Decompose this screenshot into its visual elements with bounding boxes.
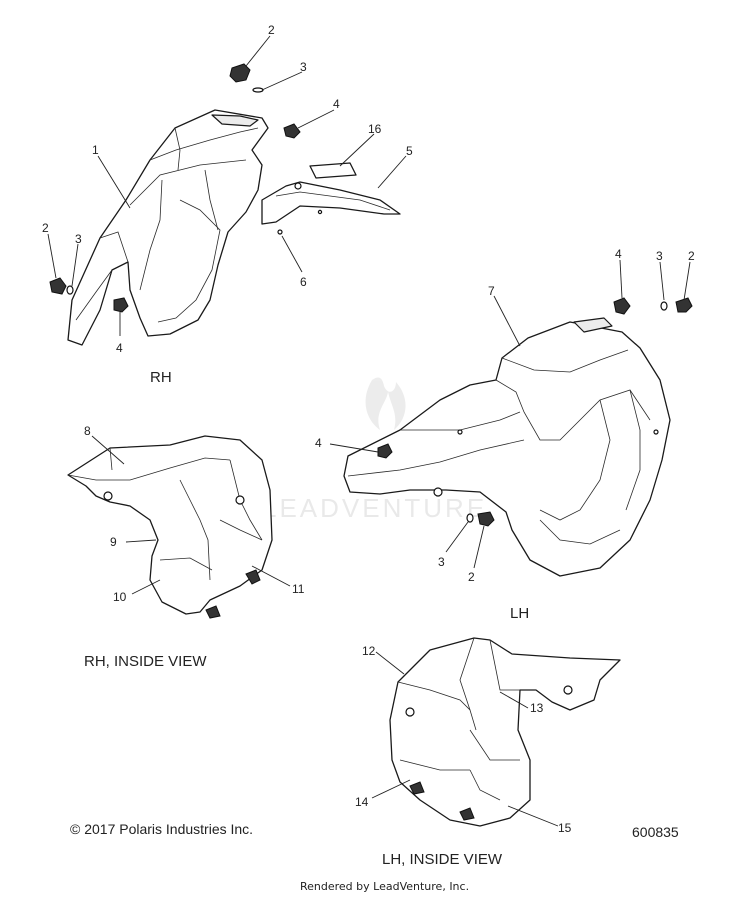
callout-leaders	[47, 35, 691, 827]
callout-16: 16	[368, 122, 382, 136]
callout-1: 1	[92, 143, 99, 157]
bracket-part-5	[261, 181, 401, 225]
callout-9: 9	[110, 535, 117, 549]
callout-11: 11	[292, 582, 305, 596]
callout-8: 8	[84, 424, 91, 438]
callout-2-lh-top: 2	[688, 249, 695, 263]
rendered-by: Rendered by LeadVenture, Inc.	[300, 880, 470, 893]
callout-4-lh-top: 4	[615, 247, 622, 261]
callout-6: 6	[300, 275, 307, 289]
view-label-rh: RH	[150, 369, 172, 386]
callout-2-lh-bottom: 2	[468, 570, 475, 584]
view-label-rh-inside: RH, INSIDE VIEW	[84, 653, 207, 670]
view-label-lh-inside: LH, INSIDE VIEW	[382, 851, 503, 868]
callout-15: 15	[558, 821, 572, 835]
callout-3-lh-top: 3	[656, 249, 663, 263]
callout-5: 5	[406, 144, 413, 158]
callout-4-rh-bottom: 4	[116, 341, 123, 355]
diagram-number: 600835	[632, 824, 679, 840]
callout-3-lh-bottom: 3	[438, 555, 445, 569]
decal-part-16	[309, 162, 357, 179]
callout-2-rh-top: 2	[268, 23, 275, 37]
callout-14: 14	[355, 795, 369, 809]
lh-hardware	[377, 297, 693, 527]
svg-text:LEADVENTURE: LEADVENTURE	[262, 493, 487, 523]
rh-fender-part-1	[67, 109, 269, 346]
rh-hardware	[49, 63, 301, 313]
callout-2-rh-left: 2	[42, 221, 49, 235]
copyright: © 2017 Polaris Industries Inc.	[70, 821, 254, 837]
leadventure-watermark: LEADVENTURE	[262, 377, 487, 523]
lh-fender-part-7	[343, 317, 671, 577]
view-label-lh: LH	[510, 605, 530, 622]
callout-4-rh-top: 4	[333, 97, 340, 111]
callout-4-lh-left: 4	[315, 436, 322, 450]
callout-10: 10	[113, 590, 127, 604]
lh-inside-view-parts	[389, 637, 621, 827]
callout-13: 13	[530, 701, 544, 715]
rh-inside-view-parts	[67, 435, 273, 619]
callout-3-rh-top: 3	[300, 60, 307, 74]
callout-12: 12	[362, 644, 376, 658]
callout-3-rh-left: 3	[75, 232, 82, 246]
callout-7: 7	[488, 284, 495, 298]
